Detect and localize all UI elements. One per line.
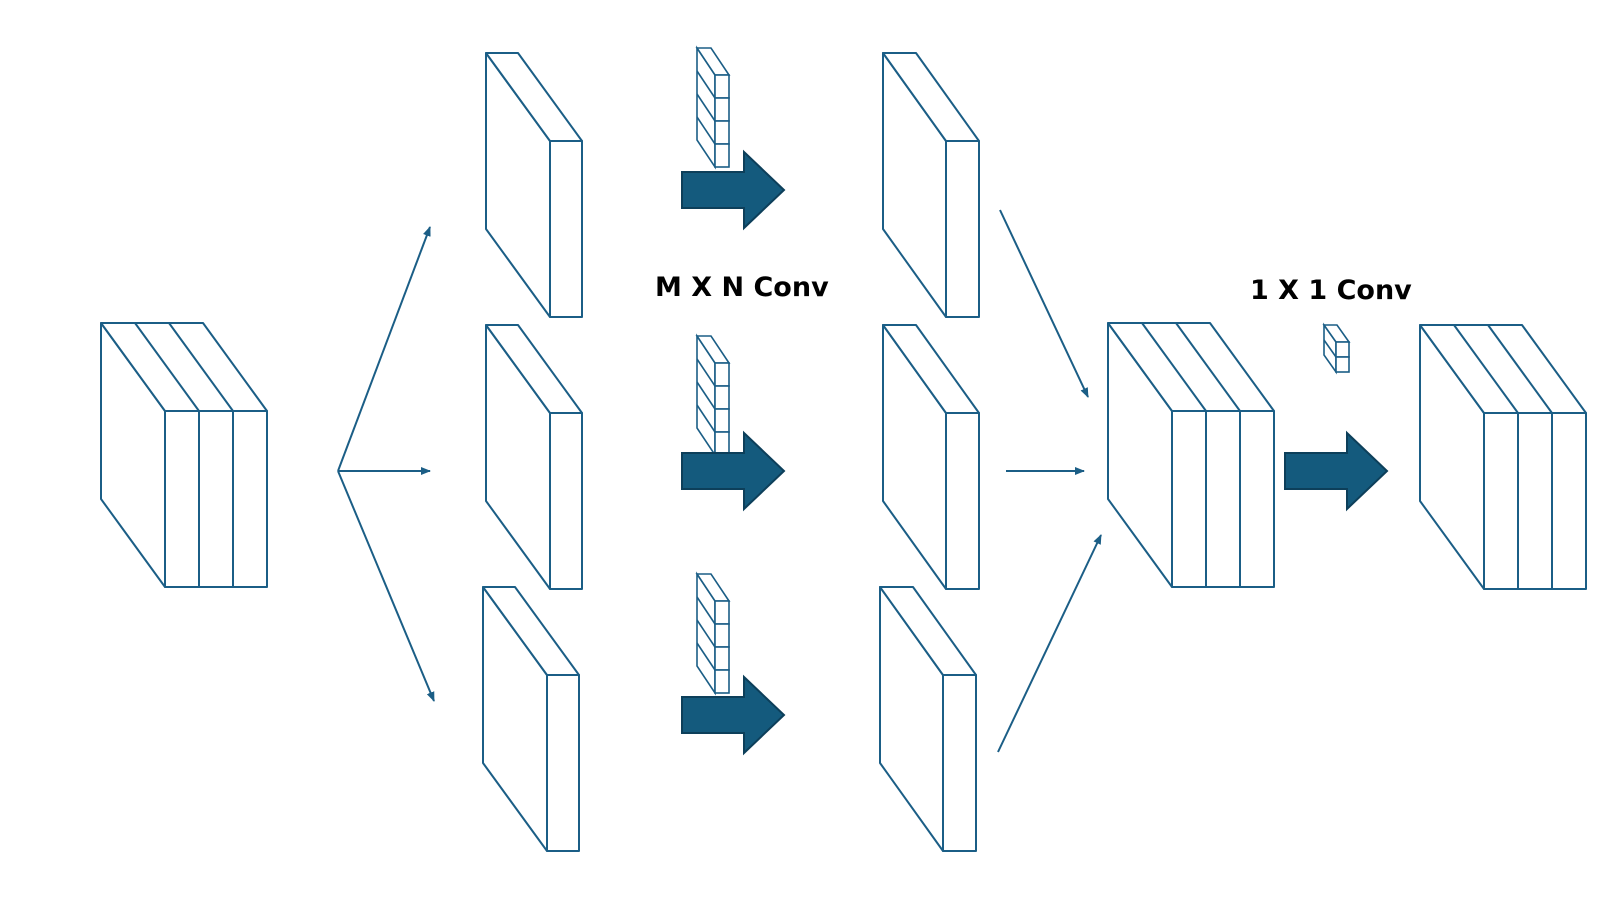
depthwise-output-2 xyxy=(882,324,980,590)
depthwise-kernel-1-icon xyxy=(695,45,731,170)
split-channel-3 xyxy=(482,586,580,852)
depthwise-kernel-2-icon xyxy=(695,333,731,458)
input-feature-map xyxy=(100,322,268,588)
depthwise-output-3 xyxy=(879,586,977,852)
merge-arrow-bottom xyxy=(997,534,1102,753)
split-arrow-bottom xyxy=(337,470,435,702)
pointwise-conv-arrow xyxy=(1284,430,1389,512)
concatenated-feature-map xyxy=(1107,322,1275,588)
depthwise-kernel-3-icon xyxy=(695,571,731,696)
split-channel-1 xyxy=(485,52,583,318)
merge-arrow-top xyxy=(999,209,1089,398)
depthwise-conv-arrow-2 xyxy=(681,430,786,512)
pointwise-kernel-icon xyxy=(1322,322,1351,375)
depthwise-conv-arrow-1 xyxy=(681,149,786,231)
depthwise-conv-label: M X N Conv xyxy=(655,272,829,303)
pointwise-conv-label: 1 X 1 Conv xyxy=(1250,275,1412,306)
depthwise-conv-arrow-3 xyxy=(681,674,786,756)
output-feature-map xyxy=(1419,324,1587,590)
depthwise-output-1 xyxy=(882,52,980,318)
split-arrow-top xyxy=(337,226,431,472)
split-channel-2 xyxy=(485,324,583,590)
